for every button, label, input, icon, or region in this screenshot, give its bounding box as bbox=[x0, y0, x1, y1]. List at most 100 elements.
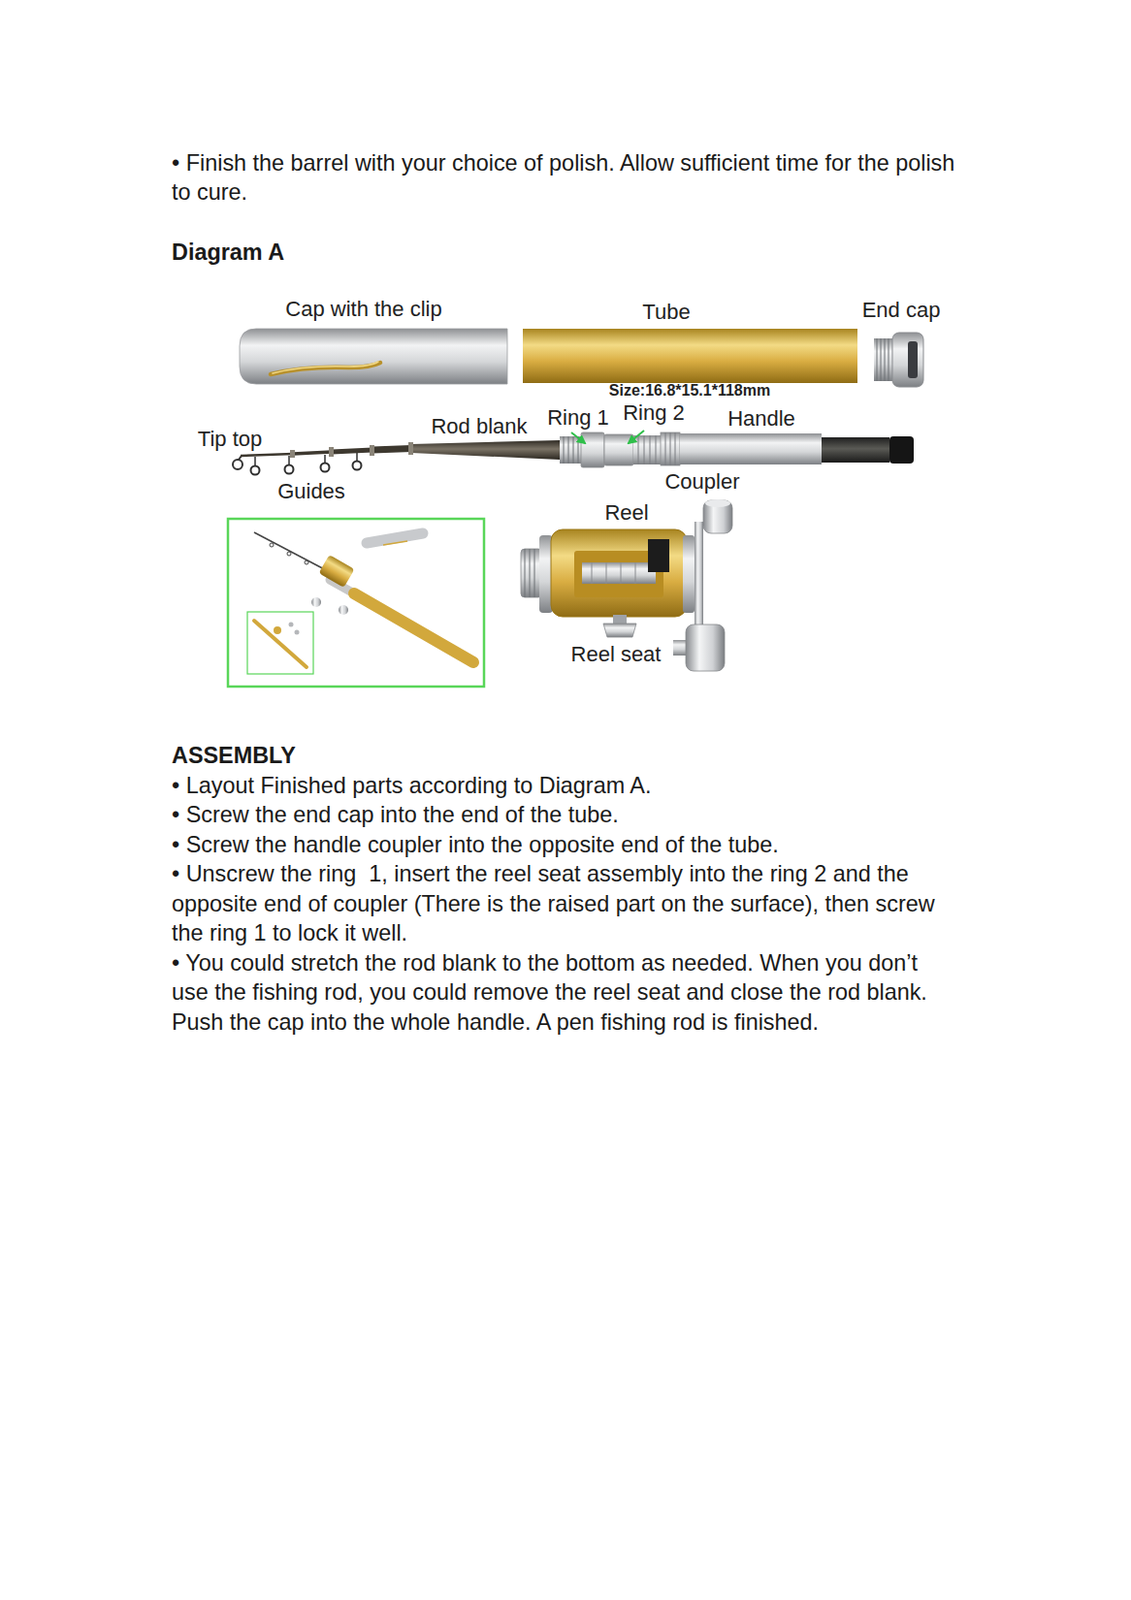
pen-cap-shape bbox=[239, 328, 508, 385]
reel-shape bbox=[703, 500, 733, 534]
part-label: Rod blank bbox=[430, 415, 527, 439]
inset-photo bbox=[227, 518, 485, 687]
rod-guides-shape bbox=[321, 463, 330, 473]
coupler-handle-shape bbox=[665, 432, 667, 466]
coupler-handle-shape bbox=[660, 432, 680, 466]
reel-shape bbox=[520, 549, 543, 598]
ring-pointer-shape bbox=[571, 432, 585, 444]
ring-pointer bbox=[571, 430, 645, 444]
part-label: Handle bbox=[727, 407, 796, 431]
reel bbox=[520, 499, 733, 672]
end-cap-shape bbox=[873, 338, 894, 382]
inset-photo-shape bbox=[311, 597, 322, 608]
end-cap-shape bbox=[880, 338, 882, 382]
reel-seat-shape bbox=[613, 614, 627, 625]
end-cap-shape bbox=[907, 341, 918, 379]
rod-guides-shape bbox=[251, 466, 260, 476]
coupler-handle-shape bbox=[679, 433, 822, 465]
reel-shape bbox=[534, 549, 536, 598]
reel-shape bbox=[524, 549, 526, 598]
inset-photo-shape bbox=[254, 532, 330, 573]
coupler-handle-shape bbox=[563, 436, 565, 464]
assembly-section: ASSEMBLY• Layout Finished parts accordin… bbox=[171, 741, 958, 1037]
reel-shape bbox=[591, 562, 593, 584]
coupler-handle-shape bbox=[821, 437, 890, 463]
coupler-handle-shape bbox=[573, 436, 575, 464]
section-heading: ASSEMBLY bbox=[171, 741, 958, 772]
rod-blank-shape bbox=[232, 459, 243, 470]
rod-blank-shape bbox=[411, 440, 560, 460]
pen-cap-shape bbox=[270, 362, 381, 375]
rod-blank-shape bbox=[328, 447, 334, 457]
inset-photo-shape bbox=[269, 543, 274, 548]
reel-shape bbox=[529, 549, 531, 598]
end-cap bbox=[873, 332, 924, 388]
coupler-handle-shape bbox=[578, 436, 580, 464]
inset-photo-shape bbox=[319, 554, 356, 588]
inset-photo-shape bbox=[227, 518, 485, 687]
rod-blank-shape bbox=[290, 450, 295, 458]
reel-shape bbox=[694, 521, 704, 631]
reel-seat bbox=[603, 614, 637, 638]
rod-blank-shape bbox=[372, 449, 412, 452]
rod-blank bbox=[232, 440, 560, 470]
reel-shape bbox=[635, 562, 637, 584]
gold-tube-shape bbox=[522, 328, 858, 384]
pen-cap bbox=[239, 328, 508, 385]
part-label: Reel bbox=[604, 501, 648, 525]
reel-shape bbox=[682, 535, 695, 614]
coupler-handle bbox=[559, 432, 914, 468]
reel-seat-shape bbox=[603, 623, 637, 638]
coupler-handle-shape bbox=[675, 432, 677, 466]
coupler-handle-shape bbox=[644, 435, 646, 465]
coupler-handle-shape bbox=[581, 432, 605, 468]
gold-tube bbox=[522, 328, 858, 384]
rod-guides-shape bbox=[285, 465, 294, 475]
pen-cap-shape bbox=[272, 361, 379, 374]
end-cap-shape bbox=[876, 338, 878, 382]
coupler-handle-shape bbox=[604, 434, 634, 466]
inset-photo-shape bbox=[273, 626, 282, 635]
rod-guides bbox=[251, 452, 362, 476]
coupler-handle-shape bbox=[568, 436, 570, 464]
body-text: • Unscrew the ring 1, insert the reel se… bbox=[171, 859, 958, 949]
dimension-label: Size:16.8*15.1*118mm bbox=[609, 382, 771, 400]
coupler-handle-shape bbox=[889, 436, 914, 464]
part-label: Guides bbox=[277, 480, 346, 504]
part-label: Coupler bbox=[664, 470, 740, 494]
reel-shape bbox=[673, 640, 686, 656]
reel-shape bbox=[705, 499, 731, 508]
body-text: • You could stretch the rod blank to the… bbox=[171, 948, 958, 1038]
inset-photo-shape bbox=[254, 620, 307, 668]
body-text: • Finish the barrel with your choice of … bbox=[171, 148, 958, 208]
coupler-handle-shape bbox=[655, 435, 657, 465]
coupler-handle-shape bbox=[649, 435, 651, 465]
rod-blank-shape bbox=[292, 452, 332, 454]
reel-shape bbox=[606, 562, 608, 584]
inset-photo-shape bbox=[289, 622, 294, 628]
inset-photo-shape bbox=[294, 630, 300, 636]
body-text: • Screw the handle coupler into the oppo… bbox=[171, 830, 958, 861]
inset-photo-shape bbox=[383, 541, 408, 546]
inset-photo-shape bbox=[354, 593, 474, 663]
coupler-handle-shape bbox=[670, 432, 672, 466]
reel-shape bbox=[685, 624, 725, 672]
body-text: • Screw the end cap into the end of the … bbox=[171, 800, 958, 831]
inset-photo-shape bbox=[338, 605, 349, 615]
part-label: End cap bbox=[862, 298, 941, 323]
end-cap-shape bbox=[888, 338, 890, 382]
end-cap-shape bbox=[892, 332, 924, 388]
coupler-handle-shape bbox=[559, 436, 582, 464]
end-cap-shape bbox=[884, 338, 886, 382]
rod-blank-shape bbox=[369, 445, 375, 456]
part-label: Reel seat bbox=[571, 643, 662, 667]
rod-blank-shape bbox=[240, 453, 293, 456]
reel-shape bbox=[647, 539, 670, 573]
rod-blank-shape bbox=[331, 450, 373, 453]
inset-photo-shape bbox=[287, 551, 291, 556]
inset-photo-shape bbox=[366, 533, 423, 544]
part-label: Tube bbox=[642, 300, 690, 324]
ring-pointer-shape bbox=[628, 430, 645, 444]
reel-shape bbox=[620, 562, 622, 584]
part-label: Cap with the clip bbox=[285, 297, 442, 322]
